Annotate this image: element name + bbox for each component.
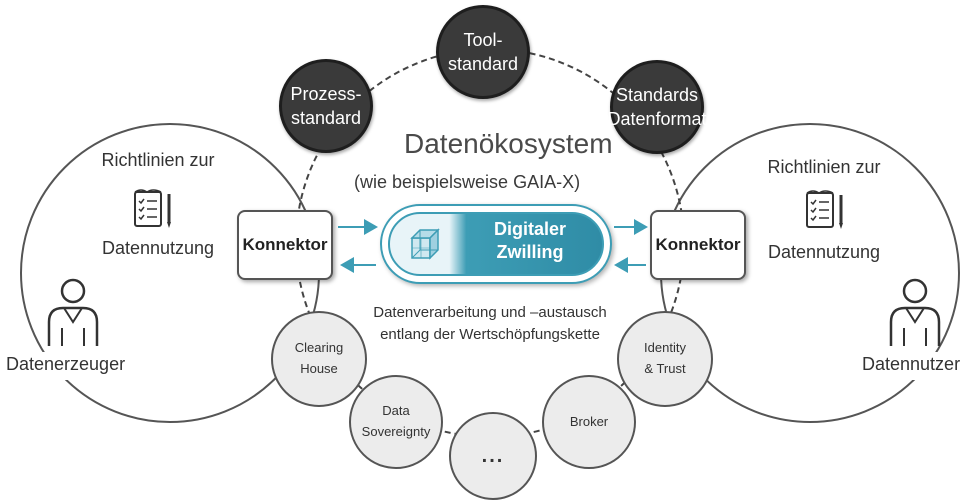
left-guideline-subtitle: Datennutzung bbox=[101, 238, 215, 258]
data-producer-label: Datenerzeuger bbox=[6, 354, 126, 374]
right-guideline-subtitle: Datennutzung bbox=[767, 242, 881, 262]
data-consumer-label: Datennutzer bbox=[862, 354, 961, 374]
cube-icon bbox=[404, 224, 446, 271]
tool-standard-node: Tool- standard bbox=[436, 5, 530, 99]
processing-description: Datenverarbeitung und –austausch entlang… bbox=[373, 304, 607, 343]
process-standard-node: Prozess- standard bbox=[279, 59, 373, 153]
right-connector: Konnektor bbox=[650, 210, 746, 280]
identity-trust-node: Identity & Trust bbox=[617, 311, 713, 407]
document-checklist-icon bbox=[803, 187, 849, 238]
left-connector: Konnektor bbox=[237, 210, 333, 280]
data-format-standard-node: Standards Datenformat bbox=[607, 60, 707, 154]
clearing-house-node: Clearing House bbox=[271, 311, 367, 407]
ecosystem-subtitle: (wie beispielsweise GAIA-X) bbox=[354, 172, 581, 192]
digital-twin: Digitaler Zwilling bbox=[380, 204, 612, 284]
data-sovereignty-node: Data Sovereignty bbox=[349, 375, 443, 469]
left-guideline-title: Richtlinien zur bbox=[101, 150, 215, 170]
right-guideline-title: Richtlinien zur bbox=[767, 157, 881, 177]
person-icon bbox=[886, 276, 944, 353]
digital-twin-label: Digitaler Zwilling bbox=[493, 219, 567, 262]
broker-node: Broker bbox=[542, 375, 636, 469]
person-icon bbox=[44, 276, 102, 353]
ecosystem-title: Datenökosystem bbox=[404, 128, 613, 159]
more-services-node: ... bbox=[449, 412, 537, 500]
document-checklist-icon bbox=[131, 186, 177, 237]
